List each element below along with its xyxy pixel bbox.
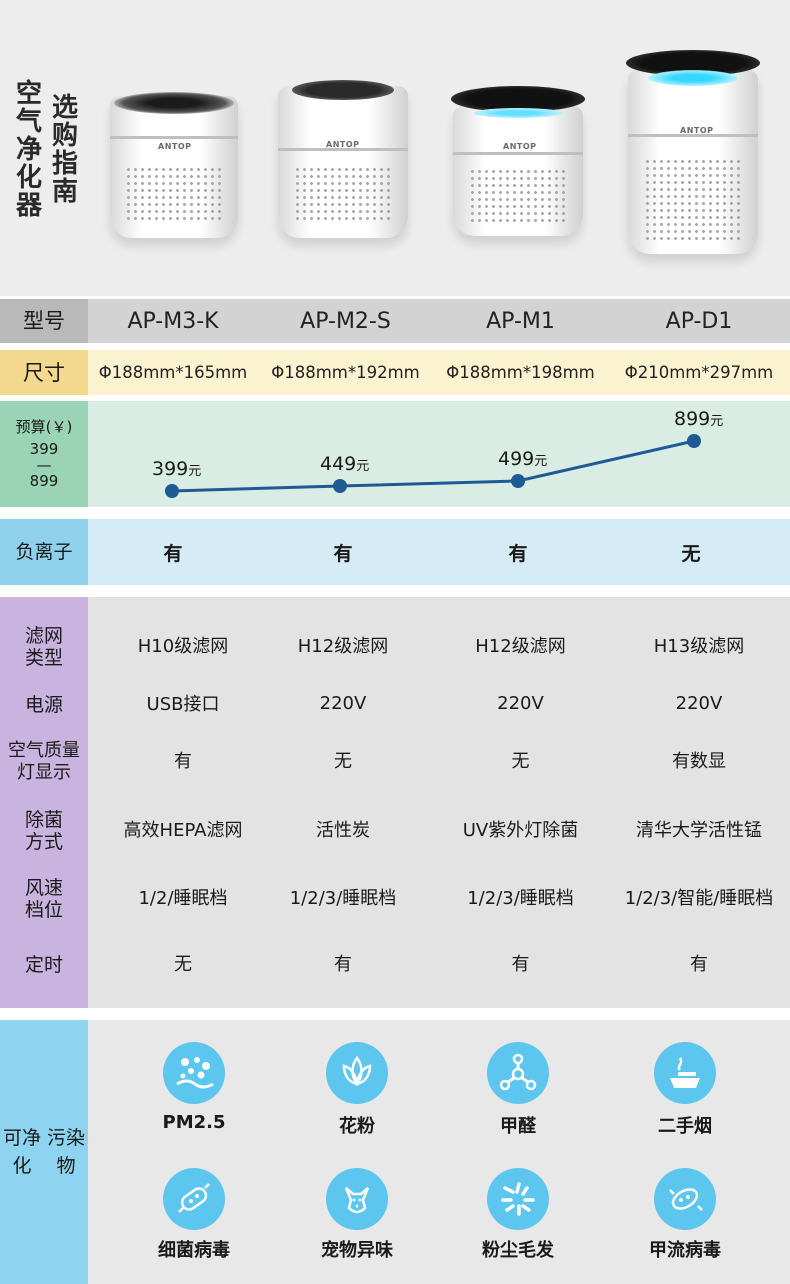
spec-value: H12级滤网 bbox=[475, 636, 566, 657]
model-ap-m1: AP-M1 bbox=[486, 308, 555, 334]
product-image-ap-m2-s: ANTOP bbox=[278, 80, 408, 238]
spec-value: 1/2/睡眠档 bbox=[138, 888, 228, 909]
pollutant-label: 花粉 bbox=[339, 1116, 375, 1137]
spec-value: 220V bbox=[497, 692, 544, 714]
budget-label-title: 预算(￥) bbox=[15, 418, 73, 436]
budget-value-label: 449元 bbox=[320, 453, 369, 475]
size-value: Φ188mm*165mm bbox=[98, 363, 248, 382]
pollutants-section: 可净化污染物 PM2.5 花粉 甲醛 二手烟细菌病毒 宠物异味 粉尘毛发 甲流病毒 bbox=[0, 1020, 790, 1284]
budget-value-label: 499元 bbox=[498, 448, 547, 470]
spec-value: 有 bbox=[511, 954, 530, 975]
spec-value: 高效HEPA滤网 bbox=[123, 820, 243, 841]
model-label: 型号 bbox=[0, 299, 88, 343]
pollutant-label: 甲流病毒 bbox=[649, 1240, 721, 1261]
model-ap-m3-k: AP-M3-K bbox=[127, 308, 219, 334]
spec-label: 除菌方式 bbox=[24, 809, 63, 853]
ion-value: 有 bbox=[333, 542, 353, 565]
hero-banner: 空气净化器 选购指南 ANTOP ANTOP ANTOP ANTOP bbox=[0, 0, 790, 296]
size-value: Φ210mm*297mm bbox=[624, 363, 774, 382]
budget-label-dash: — bbox=[36, 456, 52, 474]
spec-value: 活性炭 bbox=[316, 820, 370, 841]
pollutant-label: 二手烟 bbox=[658, 1116, 712, 1137]
brand-logo: ANTOP bbox=[503, 142, 537, 151]
budget-unit: 元 bbox=[710, 414, 723, 429]
negative-ion-label: 负离子 bbox=[0, 519, 88, 585]
spec-value: 1/2/3/睡眠档 bbox=[289, 888, 397, 909]
spec-value: 有数显 bbox=[672, 751, 726, 772]
budget-label-max: 899 bbox=[29, 472, 59, 490]
pollutant-label: 甲醛 bbox=[500, 1116, 536, 1137]
spec-table: 滤网类型 H10级滤网 H12级滤网 H12级滤网 H13级滤网电源 USB接口 220V 2… bbox=[0, 597, 790, 1008]
spec-value: 有 bbox=[334, 954, 352, 975]
spec-label-column bbox=[0, 597, 88, 1008]
size-value: Φ188mm*198mm bbox=[446, 363, 595, 382]
model-ap-d1: AP-D1 bbox=[665, 308, 733, 334]
spec-value: 有 bbox=[690, 954, 708, 975]
size-value: Φ188mm*192mm bbox=[271, 363, 420, 382]
spec-value: USB接口 bbox=[146, 694, 220, 715]
spec-value: 220V bbox=[319, 692, 367, 714]
budget-value-label: 899元 bbox=[674, 408, 723, 430]
ion-value: 有 bbox=[163, 542, 183, 565]
virus-icon bbox=[654, 1168, 716, 1230]
budget-point bbox=[333, 479, 347, 493]
spec-value: 无 bbox=[511, 751, 530, 772]
ashtray-icon bbox=[654, 1042, 716, 1104]
particles-icon bbox=[163, 1042, 225, 1104]
spec-value: 无 bbox=[174, 954, 192, 975]
product-image-ap-m1: ANTOP bbox=[451, 86, 585, 236]
budget-label-min: 399 bbox=[29, 440, 59, 458]
spec-label: 电源 bbox=[24, 694, 63, 716]
model-row: 型号 AP-M3-K AP-M2-S AP-M1 AP-D1 bbox=[0, 299, 790, 343]
budget-line bbox=[171, 439, 695, 493]
pollutants-label: 可净化污染物 bbox=[0, 1020, 88, 1284]
pollutant-label: PM2.5 bbox=[162, 1112, 226, 1133]
molecule-icon bbox=[487, 1042, 549, 1104]
spec-label: 定时 bbox=[24, 954, 63, 976]
spec-label: 滤网类型 bbox=[24, 625, 63, 669]
budget-point bbox=[687, 434, 701, 448]
brand-logo: ANTOP bbox=[158, 142, 192, 151]
spec-value: 1/2/3/睡眠档 bbox=[467, 888, 574, 909]
ion-value: 无 bbox=[681, 542, 701, 565]
pollutant-label: 宠物异味 bbox=[321, 1240, 393, 1261]
spec-value: 1/2/3/智能/睡眠档 bbox=[624, 888, 774, 909]
spec-value: 有 bbox=[174, 751, 192, 772]
spec-label: 风速档位 bbox=[24, 877, 63, 921]
size-label: 尺寸 bbox=[0, 350, 88, 395]
dust-icon bbox=[487, 1168, 549, 1230]
product-image-ap-m3-k: ANTOP bbox=[110, 92, 238, 238]
model-ap-m2-s: AP-M2-S bbox=[300, 308, 391, 334]
brand-logo: ANTOP bbox=[680, 126, 714, 135]
spec-value: H12级滤网 bbox=[297, 636, 389, 657]
pollutant-label: 细菌病毒 bbox=[158, 1240, 230, 1261]
spec-value: H13级滤网 bbox=[653, 636, 745, 657]
dog-icon bbox=[326, 1168, 388, 1230]
ion-value: 有 bbox=[508, 542, 528, 565]
spec-value: 清华大学活性锰 bbox=[636, 820, 762, 841]
lotus-icon bbox=[326, 1042, 388, 1104]
spec-value: UV紫外灯除菌 bbox=[462, 820, 579, 841]
budget-unit: 元 bbox=[356, 459, 369, 474]
spec-label: 空气质量灯显示 bbox=[8, 740, 80, 783]
negative-ion-row: 负离子 有 有 有 无 bbox=[0, 519, 790, 585]
spec-value: 220V bbox=[675, 692, 723, 714]
spec-value: 无 bbox=[334, 751, 352, 772]
budget-unit: 元 bbox=[534, 454, 547, 469]
budget-value-label: 399元 bbox=[152, 458, 201, 480]
brand-logo: ANTOP bbox=[326, 140, 360, 149]
budget-unit: 元 bbox=[188, 464, 201, 479]
size-row: 尺寸 Φ188mm*165mm Φ188mm*192mm Φ188mm*198m… bbox=[0, 350, 790, 395]
budget-point bbox=[511, 474, 525, 488]
product-image-ap-d1: ANTOP bbox=[626, 50, 760, 254]
budget-line-chart: 399元 449元 499元 899元 bbox=[152, 408, 723, 498]
guide-title-part2: 选购指南 bbox=[51, 93, 78, 207]
pollutant-label: 粉尘毛发 bbox=[482, 1240, 554, 1261]
budget-point bbox=[165, 484, 179, 498]
guide-title-part1: 空气净化器 bbox=[15, 79, 42, 221]
budget-label: 预算(￥) 399 — 899 bbox=[0, 401, 88, 507]
bacteria-icon bbox=[163, 1168, 225, 1230]
spec-value: H10级滤网 bbox=[137, 636, 229, 657]
